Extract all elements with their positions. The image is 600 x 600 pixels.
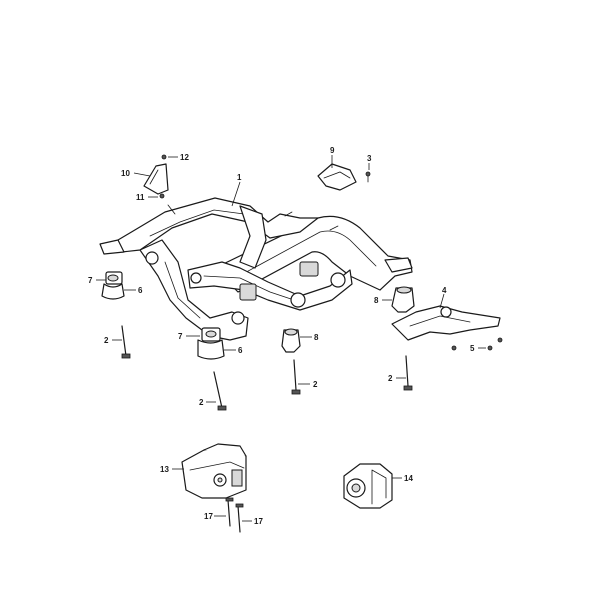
mount-bracket	[143, 154, 169, 199]
callout-11: 11	[136, 193, 145, 202]
bolt-17-a	[225, 497, 234, 527]
callout-12: 12	[180, 153, 189, 162]
bolt-2-a	[121, 325, 131, 359]
callout-6-b: 6	[238, 346, 243, 355]
bolt-17-b	[235, 503, 244, 533]
bushing-center	[281, 328, 301, 353]
heat-shield	[317, 163, 371, 191]
callout-10: 10	[121, 169, 130, 178]
lower-control-arm	[391, 305, 503, 351]
callout-labels: 1 2 2 2 2 3 4 5 6 6 7 7 8 8 9 10 11 12 1…	[88, 146, 475, 526]
callout-2-c: 2	[313, 380, 318, 389]
callout-2-d: 2	[388, 374, 393, 383]
bolt-2-b	[213, 371, 227, 411]
callout-4: 4	[442, 286, 447, 295]
callout-7-b: 7	[178, 332, 183, 341]
bolt-2-c	[291, 359, 301, 395]
callout-1: 1	[237, 173, 242, 182]
leader-lines	[96, 155, 486, 522]
callout-8-a: 8	[314, 333, 319, 342]
callout-14: 14	[404, 474, 413, 483]
callout-2-b: 2	[199, 398, 204, 407]
bushing-lower	[197, 327, 225, 360]
callout-13: 13	[160, 465, 169, 474]
bushing-upper	[101, 271, 125, 300]
callout-17-b: 17	[254, 517, 263, 526]
bushing-right	[391, 286, 415, 313]
callout-6-a: 6	[138, 286, 143, 295]
callout-7-a: 7	[88, 276, 93, 285]
callout-17-a: 17	[204, 512, 213, 521]
engine-mount	[181, 443, 247, 499]
subframe	[99, 197, 413, 341]
callout-5: 5	[470, 344, 475, 353]
callout-3: 3	[367, 154, 372, 163]
callout-9: 9	[330, 146, 335, 155]
bolt-2-d	[403, 355, 413, 391]
transmission-mount	[343, 463, 393, 509]
callout-8-b: 8	[374, 296, 379, 305]
callout-2-a: 2	[104, 336, 109, 345]
